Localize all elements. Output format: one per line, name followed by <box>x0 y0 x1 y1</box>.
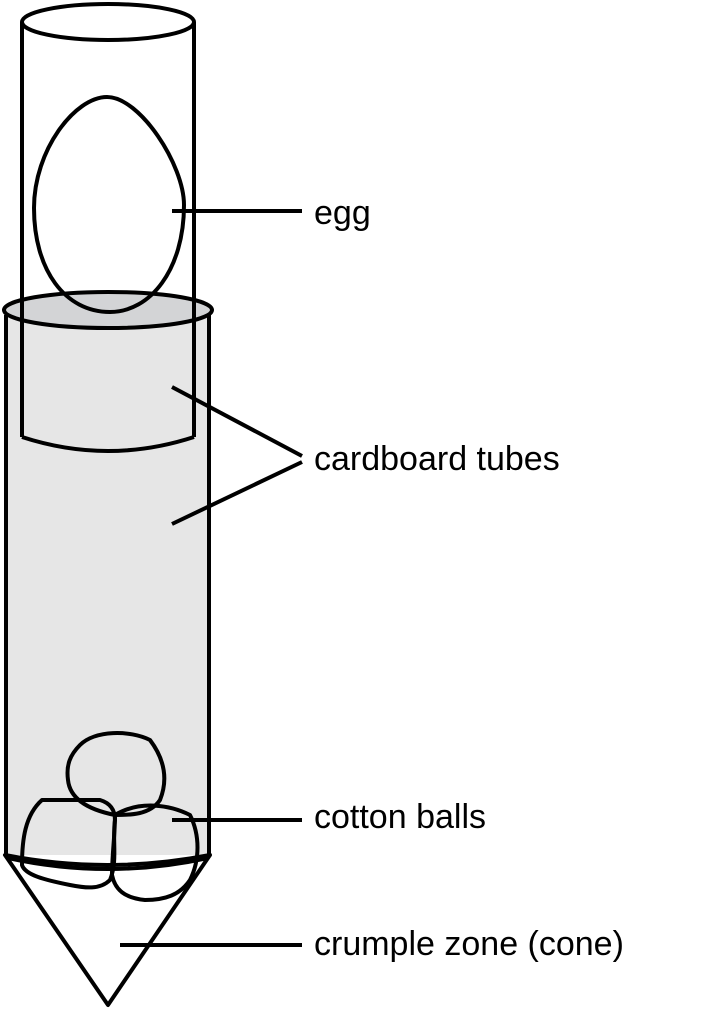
egg <box>32 95 186 314</box>
cotton-balls <box>7 731 209 902</box>
label-egg: egg <box>314 194 371 232</box>
label-crumple-zone: crumple zone (cone) <box>314 925 624 963</box>
label-cardboard-tubes: cardboard tubes <box>314 440 560 478</box>
tubes-leader-line-lower <box>171 460 303 526</box>
label-cotton-balls: cotton balls <box>314 798 486 836</box>
tubes-leader-line-upper <box>171 385 303 458</box>
outer-cardboard-tube <box>3 292 211 855</box>
inner-cardboard-tube <box>20 2 196 453</box>
crumple-zone-cone <box>3 853 212 1007</box>
